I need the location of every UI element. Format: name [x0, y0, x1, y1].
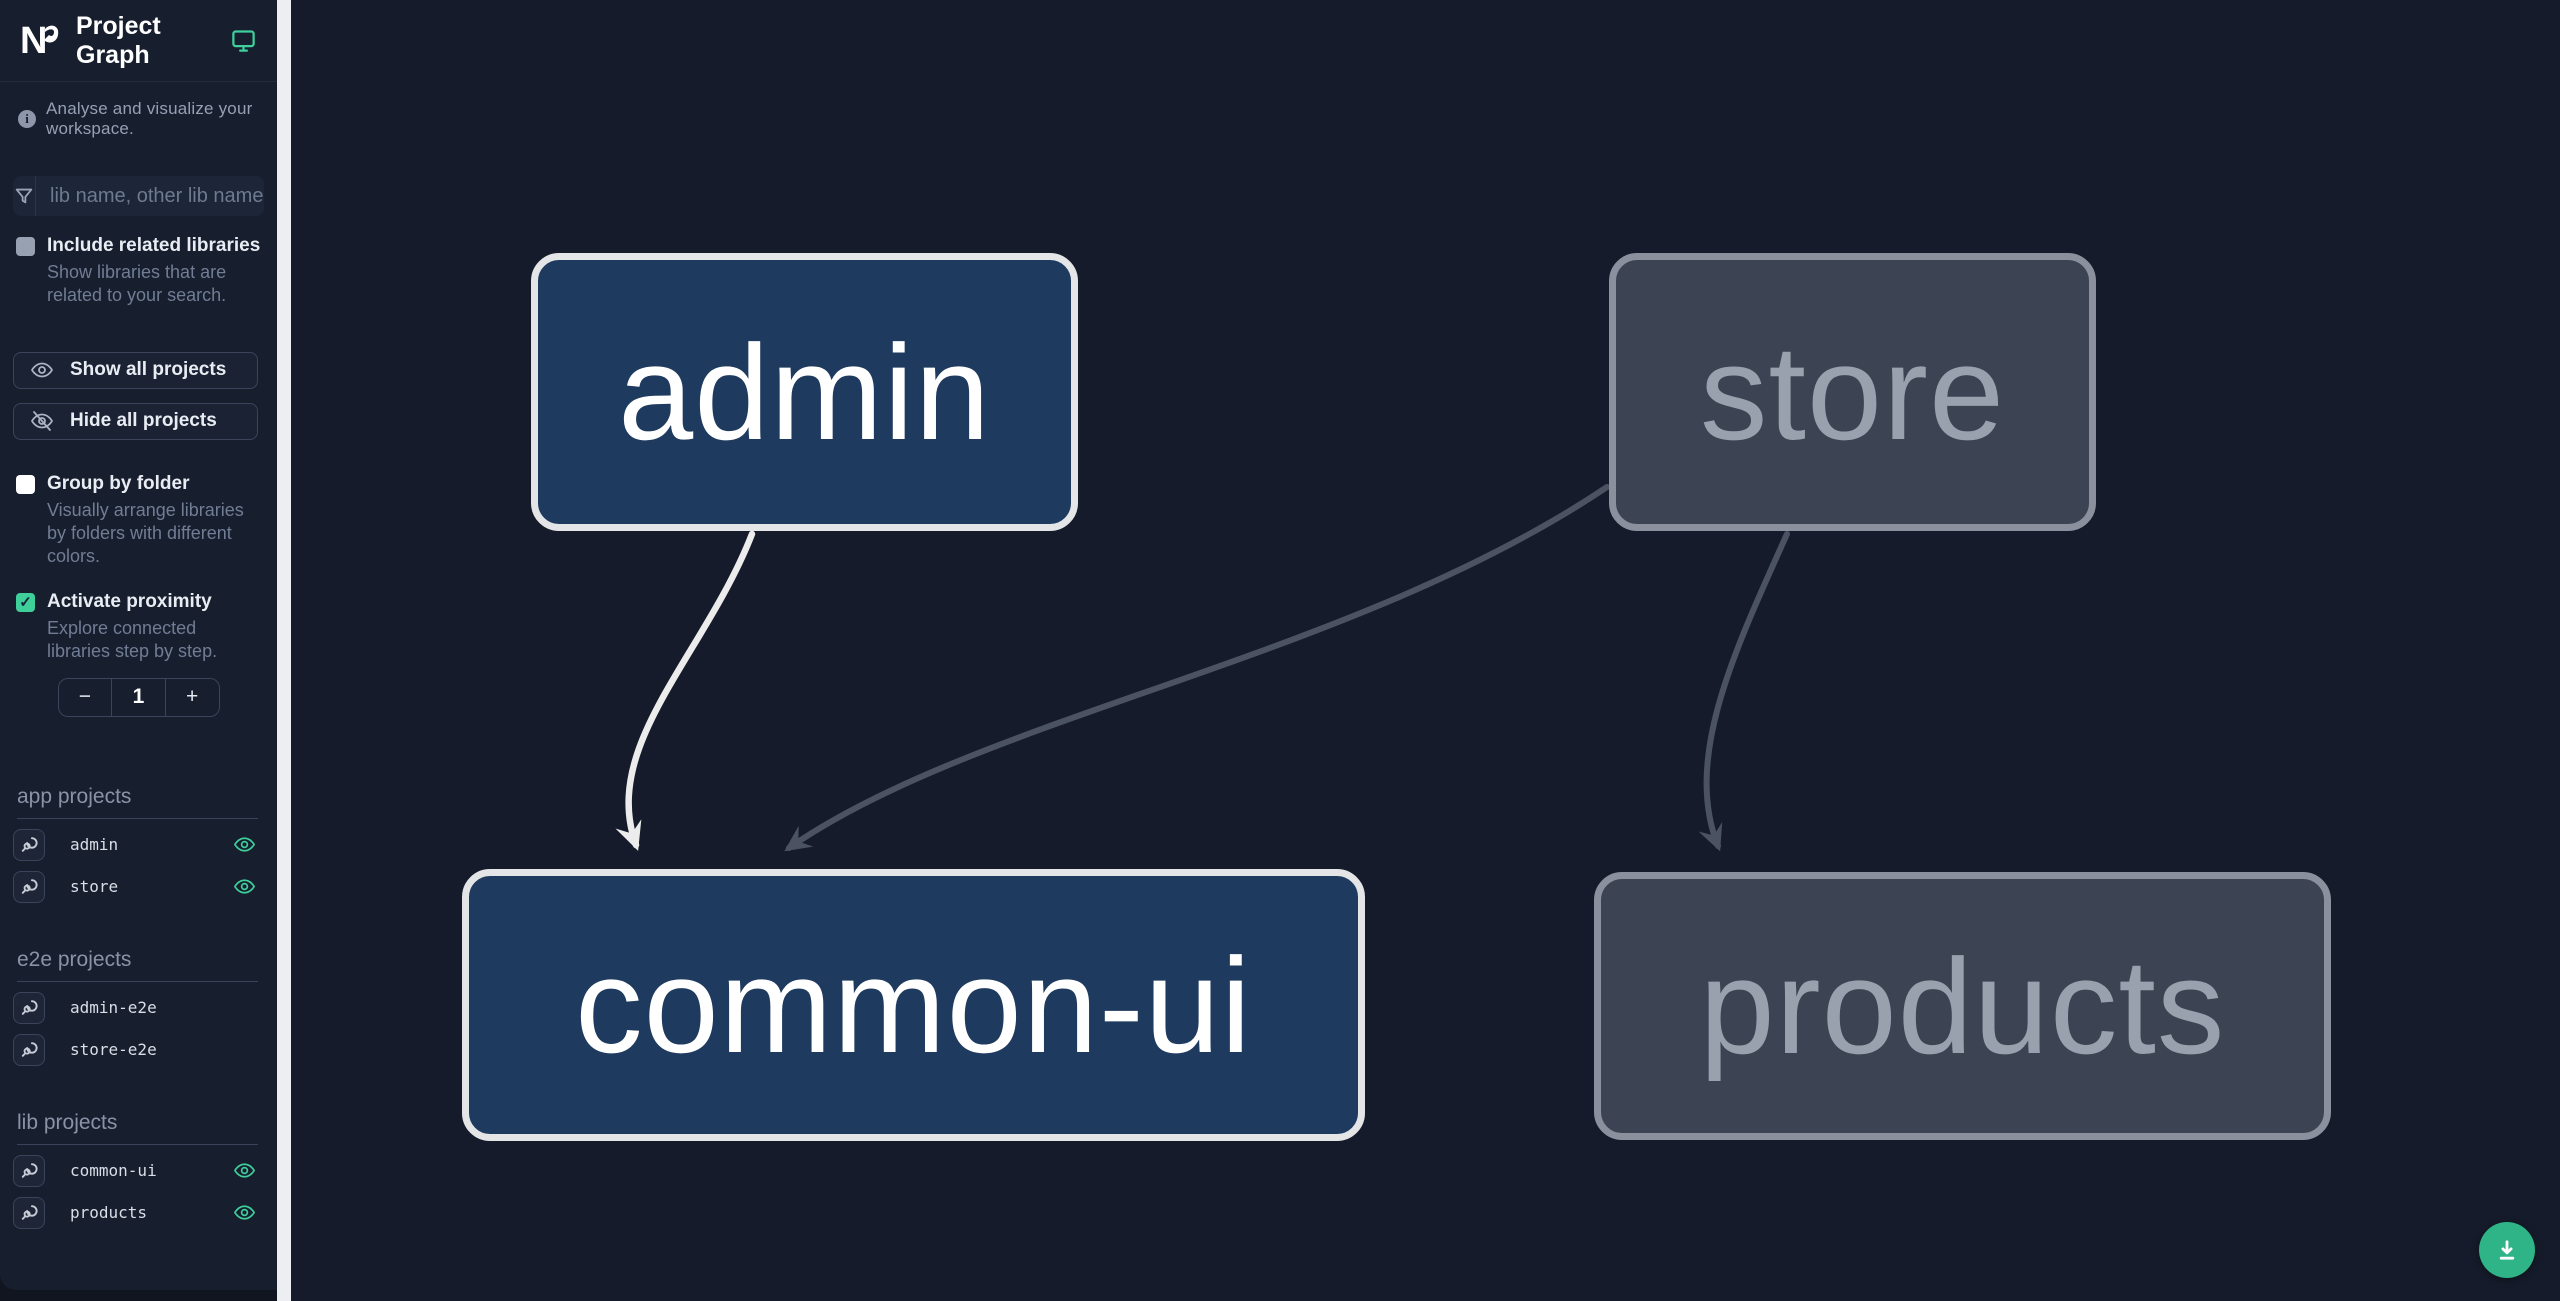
- edge-admin-common-ui: [615, 530, 756, 851]
- focus-icon: [21, 837, 38, 853]
- node-label: admin: [618, 316, 991, 468]
- window-bottom-strip: [0, 1279, 291, 1290]
- section-title: e2e projects: [17, 948, 258, 982]
- eye-off-icon: [30, 409, 54, 433]
- option-description: Explore connected libraries step by step…: [47, 617, 218, 661]
- section-app-projects: app projects admin: [0, 785, 277, 903]
- download-image-button[interactable]: [2479, 1222, 2535, 1278]
- focus-icon: [21, 1042, 38, 1058]
- focus-project-button[interactable]: [13, 1033, 45, 1066]
- nx-logo: N: [20, 20, 62, 62]
- section-title: lib projects: [17, 1111, 258, 1145]
- option-activate-proximity[interactable]: ✓ Activate proximity Explore connected l…: [0, 591, 277, 663]
- focus-project-button[interactable]: [13, 1154, 45, 1187]
- increment-button[interactable]: +: [164, 678, 219, 716]
- option-group-by-folder[interactable]: Group by folder Visually arrange librari…: [0, 473, 277, 568]
- focus-icon: [21, 1163, 38, 1179]
- focus-project-button[interactable]: [13, 1196, 45, 1229]
- toggle-visibility-eye-icon[interactable]: [233, 1201, 256, 1224]
- monitor-icon[interactable]: [230, 27, 257, 54]
- edge-store-products: [1698, 531, 1790, 852]
- dependency-edges: [615, 484, 1790, 852]
- activate-proximity-checkbox[interactable]: ✓: [16, 592, 35, 612]
- project-row-admin: admin: [13, 828, 264, 861]
- project-row-store-e2e: store-e2e: [13, 1033, 264, 1066]
- focus-project-button[interactable]: [13, 828, 45, 861]
- project-name[interactable]: common-ui: [70, 1161, 157, 1181]
- graph-node-common-ui[interactable]: common-ui: [462, 869, 1365, 1141]
- toggle-visibility-eye-icon[interactable]: [233, 875, 256, 898]
- project-name[interactable]: admin-e2e: [70, 998, 157, 1018]
- download-icon: [2499, 1240, 2515, 1260]
- sidebar-divider: [277, 0, 291, 1301]
- sidebar-header: N Project Graph: [0, 0, 277, 82]
- project-row-admin-e2e: admin-e2e: [13, 991, 264, 1024]
- proximity-depth-stepper: − 1 +: [57, 677, 220, 717]
- include-related-checkbox[interactable]: [16, 237, 35, 256]
- option-description: Visually arrange libraries by folders wi…: [47, 499, 244, 566]
- info-icon: i: [18, 110, 36, 128]
- node-label: common-ui: [575, 929, 1252, 1081]
- filter-icon: [13, 176, 36, 216]
- svg-text:N: N: [20, 20, 47, 62]
- project-row-products: products: [13, 1196, 264, 1229]
- toggle-visibility-eye-icon[interactable]: [233, 833, 256, 856]
- edge-store-common-ui: [784, 484, 1610, 852]
- node-label: products: [1699, 930, 2226, 1082]
- graph-node-admin[interactable]: admin: [531, 253, 1078, 531]
- focus-icon: [21, 1205, 38, 1221]
- project-name[interactable]: admin: [70, 835, 119, 855]
- option-label: Activate proximity: [47, 590, 212, 612]
- decrement-button[interactable]: −: [59, 678, 113, 716]
- focus-project-button[interactable]: [13, 870, 45, 903]
- hide-all-label: Hide all projects: [70, 410, 217, 432]
- graph-node-store[interactable]: store: [1609, 253, 2096, 531]
- tagline-row: i Analyse and visualize your workspace.: [0, 99, 277, 139]
- search-box: [13, 176, 264, 216]
- focus-icon: [21, 879, 38, 895]
- section-title: app projects: [17, 785, 258, 819]
- option-description: Show libraries that are related to your …: [47, 261, 227, 305]
- graph-node-products[interactable]: products: [1594, 872, 2331, 1140]
- tagline-text: Analyse and visualize your workspace.: [46, 99, 253, 138]
- option-include-related[interactable]: Include related libraries Show libraries…: [0, 235, 277, 307]
- search-input[interactable]: [36, 176, 264, 216]
- project-row-common-ui: common-ui: [13, 1154, 264, 1187]
- show-all-label: Show all projects: [70, 359, 227, 381]
- eye-icon: [30, 358, 54, 382]
- focus-project-button[interactable]: [13, 991, 45, 1024]
- page-title: Project Graph: [76, 11, 161, 69]
- focus-icon: [21, 1000, 38, 1016]
- node-label: store: [1699, 316, 2006, 468]
- section-lib-projects: lib projects common-ui: [0, 1111, 277, 1229]
- project-name[interactable]: products: [70, 1203, 148, 1223]
- sidebar: N Project Graph i Analyse and visualize …: [0, 0, 291, 1290]
- project-row-store: store: [13, 870, 264, 903]
- proximity-depth-value: 1: [132, 685, 145, 709]
- section-e2e-projects: e2e projects admin-e2e store-e2e: [0, 948, 277, 1066]
- project-name[interactable]: store: [70, 877, 119, 897]
- option-label: Include related libraries: [47, 235, 261, 256]
- graph-canvas[interactable]: admin store common-ui products: [291, 0, 2560, 1301]
- project-name[interactable]: store-e2e: [70, 1040, 157, 1060]
- group-by-folder-checkbox[interactable]: [16, 474, 35, 494]
- toggle-visibility-eye-icon[interactable]: [233, 1159, 256, 1182]
- hide-all-projects-button[interactable]: Hide all projects: [13, 402, 258, 440]
- option-label: Group by folder: [47, 472, 190, 494]
- show-all-projects-button[interactable]: Show all projects: [13, 351, 258, 389]
